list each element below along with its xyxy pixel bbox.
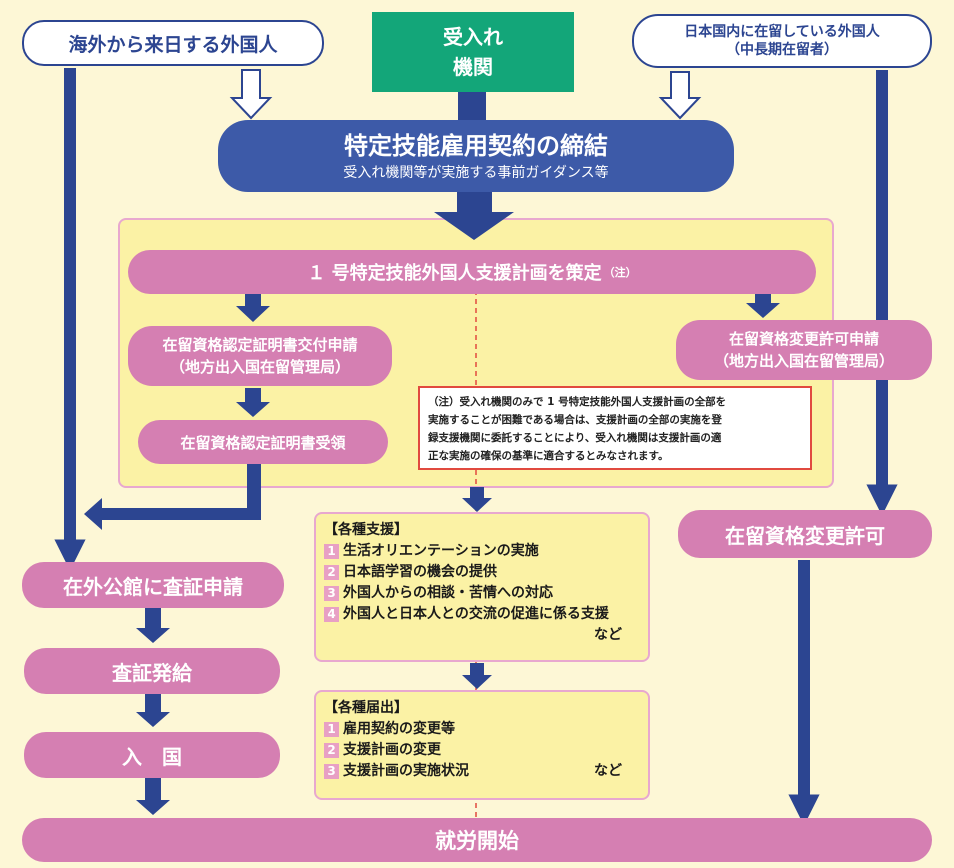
employment-start-box: 就労開始 xyxy=(22,818,932,862)
support-item-text: 外国人と日本人との交流の促進に係る支援 xyxy=(343,606,609,622)
overseas-foreigner-label: 海外から来日する外国人 xyxy=(68,33,278,56)
notification-item-text: 支援計画の変更 xyxy=(343,742,441,758)
notification-item-number: 1 xyxy=(324,722,339,737)
support-plan-note-mark: （注） xyxy=(603,266,637,279)
coe-receipt-box: 在留資格認定証明書受領 xyxy=(138,420,388,464)
support-etc: など xyxy=(594,627,622,643)
arrow-plan-to-change xyxy=(746,292,780,318)
arrow-entry-to-work xyxy=(136,778,170,815)
note-line1: （注）受入れ機関のみで 1 号特定技能外国人支援計画の全部を xyxy=(428,396,727,408)
support-item-number: 4 xyxy=(324,607,339,622)
notification-item-number: 2 xyxy=(324,743,339,758)
notifications-list-box: 【各種届出】 1 雇用契約の変更等 2 支援計画の変更 3 支援計画の実施状況 など xyxy=(314,690,650,800)
receiving-line2: 機関 xyxy=(453,55,493,79)
arrow-receive-to-left xyxy=(84,462,261,530)
arrow-plan-to-coe xyxy=(236,292,270,322)
resident-foreigner-box: 日本国内に在留している外国人 （中長期在留者） xyxy=(632,14,932,68)
hollow-arrow-left xyxy=(229,69,273,120)
receiving-line1: 受入れ xyxy=(443,25,503,49)
arrow-panel-to-support xyxy=(462,487,492,512)
employment-start-label: 就労開始 xyxy=(435,829,519,853)
coe-application-box: 在留資格認定証明書交付申請 （地方出入国在留管理局） xyxy=(128,326,392,386)
support-item-number: 3 xyxy=(324,586,339,601)
arrow-coe-to-receive xyxy=(236,388,270,417)
notification-item: 3 支援計画の実施状況 など xyxy=(324,761,640,782)
arrow-issue-to-entry xyxy=(136,694,170,727)
notifications-etc: など xyxy=(594,763,622,779)
notification-item-number: 3 xyxy=(324,764,339,779)
change-apply-line2: （地方出入国在留管理局） xyxy=(713,352,894,370)
hollow-arrow-right xyxy=(658,71,702,120)
coe-receipt-label: 在留資格認定証明書受領 xyxy=(180,433,346,452)
support-item: 2 日本語学習の機会の提供 xyxy=(324,562,640,583)
visa-application-box: 在外公館に査証申請 xyxy=(22,562,284,608)
resident-line1: 日本国内に在留している外国人 xyxy=(684,24,880,40)
receiving-organization-box: 受入れ 機関 xyxy=(372,12,574,92)
note-box: （注）受入れ機関のみで 1 号特定技能外国人支援計画の全部を 実施することが困難… xyxy=(418,386,812,470)
notification-item: 1 雇用契約の変更等 xyxy=(324,719,640,740)
entry-box: 入 国 xyxy=(24,732,280,778)
change-apply-line1: 在留資格変更許可申請 xyxy=(728,330,879,348)
note-line3: 録支援機関に委託することにより、受入れ機関は支援計画の適 xyxy=(428,432,722,444)
coe-apply-line1: 在留資格認定証明書交付申請 xyxy=(162,336,358,354)
note-line2: 実施することが困難である場合は、支援計画の全部の実施を登 xyxy=(428,414,722,426)
arrow-visa-apply-to-issue xyxy=(136,606,170,643)
status-change-permit-label: 在留資格変更許可 xyxy=(725,523,885,548)
support-item-text: 日本語学習の機会の提供 xyxy=(343,564,497,580)
support-item-number: 1 xyxy=(324,544,339,559)
visa-application-label: 在外公館に査証申請 xyxy=(63,574,243,599)
contract-subtitle: 受入れ機関等が実施する事前ガイダンス等 xyxy=(343,165,609,181)
visa-issuance-label: 査証発給 xyxy=(112,660,192,685)
support-list-box: 【各種支援】 1 生活オリエンテーションの実施 2 日本語学習の機会の提供 3 外国人… xyxy=(314,512,650,662)
resident-line2: （中長期在留者） xyxy=(726,42,838,58)
notifications-heading: 【各種届出】 xyxy=(324,700,408,716)
notification-item-text: 支援計画の実施状況 xyxy=(343,763,469,779)
notification-item-text: 雇用契約の変更等 xyxy=(343,721,455,737)
overseas-foreigner-box: 海外から来日する外国人 xyxy=(22,20,324,66)
support-item: 4 外国人と日本人との交流の促進に係る支援 xyxy=(324,604,640,625)
status-change-permit-box: 在留資格変更許可 xyxy=(678,510,932,558)
support-item: 3 外国人からの相談・苦情への対応 xyxy=(324,583,640,604)
support-item-text: 生活オリエンテーションの実施 xyxy=(343,543,539,559)
arrow-support-to-notifications xyxy=(462,663,492,689)
employment-contract-box: 特定技能雇用契約の締結 受入れ機関等が実施する事前ガイダンス等 xyxy=(218,120,734,192)
status-change-application-box: 在留資格変更許可申請 （地方出入国在留管理局） xyxy=(676,320,932,380)
entry-label: 入 国 xyxy=(122,744,182,769)
support-plan-box: １ 号特定技能外国人支援計画を策定 （注） xyxy=(128,250,816,294)
visa-issuance-box: 査証発給 xyxy=(24,648,280,694)
support-item: 1 生活オリエンテーションの実施 xyxy=(324,541,640,562)
support-item-text: 外国人からの相談・苦情への対応 xyxy=(343,585,553,601)
support-heading: 【各種支援】 xyxy=(324,522,408,538)
notification-item: 2 支援計画の変更 xyxy=(324,740,640,761)
coe-apply-line2: （地方出入国在留管理局） xyxy=(169,358,350,376)
support-item-number: 2 xyxy=(324,565,339,580)
note-line4: 正な実施の確保の基準に適合するとみなされます。 xyxy=(428,450,669,462)
support-plan-label: １ 号特定技能外国人支援計画を策定 xyxy=(307,263,602,284)
arrow-contract-to-plan xyxy=(434,190,514,240)
contract-title: 特定技能雇用契約の締結 xyxy=(344,132,608,160)
